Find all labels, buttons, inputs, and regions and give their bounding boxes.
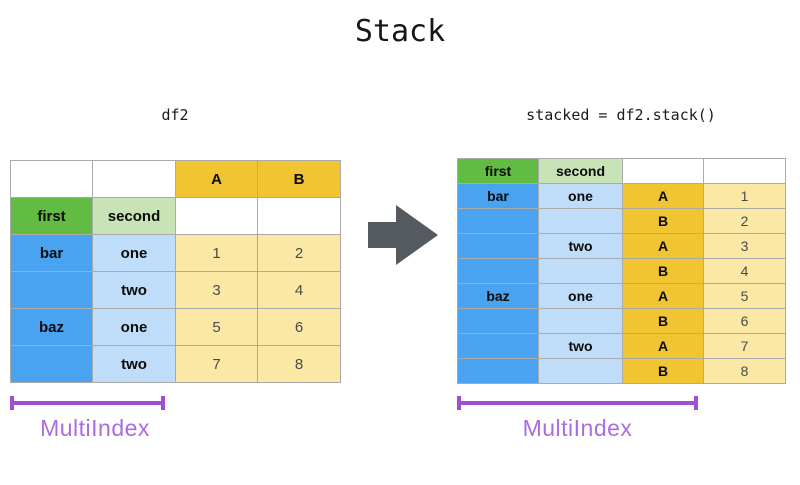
table-row: A B: [10, 160, 341, 198]
table-row: two A 3: [457, 233, 786, 259]
table-row: bar one A 1: [457, 183, 786, 209]
value-cell: 7: [703, 333, 786, 359]
right-arrow-icon: [368, 205, 438, 265]
index-cell: two: [538, 233, 623, 259]
multiindex-bracket-right: [457, 396, 698, 410]
value-cell: 3: [175, 271, 258, 309]
index-cell: [538, 358, 623, 384]
index-cell: [457, 258, 539, 284]
value-cell: 6: [257, 308, 341, 346]
index-cell: baz: [10, 308, 93, 346]
index-cell: A: [622, 333, 704, 359]
value-cell: 5: [703, 283, 786, 309]
multiindex-label-right: MultiIndex: [522, 415, 633, 441]
index-cell: baz: [457, 283, 539, 309]
value-cell: 6: [703, 308, 786, 334]
table-row: two 7 8: [10, 345, 341, 383]
table-row: baz one 5 6: [10, 308, 341, 346]
index-cell: one: [538, 183, 623, 209]
table-row: B 8: [457, 358, 786, 384]
index-cell: B: [622, 308, 704, 334]
index-name-cell: first: [457, 158, 539, 184]
index-cell: B: [622, 358, 704, 384]
index-cell: B: [622, 258, 704, 284]
index-cell: [538, 308, 623, 334]
index-name-cell: second: [92, 197, 176, 235]
table-cell: [703, 158, 786, 184]
index-cell: bar: [457, 183, 539, 209]
index-cell: two: [92, 345, 176, 383]
index-cell: [538, 258, 623, 284]
index-cell: B: [622, 208, 704, 234]
value-cell: 2: [257, 234, 341, 272]
table-row: B 4: [457, 258, 786, 284]
index-cell: [457, 208, 539, 234]
index-cell: [538, 208, 623, 234]
table-row: B 2: [457, 208, 786, 234]
table-row: first second: [10, 197, 341, 235]
table-row: first second: [457, 158, 786, 184]
bracket-line: [457, 401, 698, 405]
value-cell: 2: [703, 208, 786, 234]
table-cell: [10, 160, 93, 198]
column-header-cell: B: [257, 160, 341, 198]
multiindex-bracket-left: [10, 396, 165, 410]
table-cell: [257, 197, 341, 235]
value-cell: 1: [703, 183, 786, 209]
index-cell: [457, 308, 539, 334]
multiindex-label-left: MultiIndex: [40, 415, 150, 441]
value-cell: 1: [175, 234, 258, 272]
value-cell: 4: [703, 258, 786, 284]
index-name-cell: second: [538, 158, 623, 184]
value-cell: 8: [703, 358, 786, 384]
table-cell: [175, 197, 258, 235]
page-title: Stack: [354, 14, 446, 49]
index-cell: bar: [10, 234, 93, 272]
table-cell: [92, 160, 176, 198]
table-row: B 6: [457, 308, 786, 334]
index-cell: two: [538, 333, 623, 359]
table-row: two 3 4: [10, 271, 341, 309]
right-table-caption: stacked = df2.stack(): [526, 106, 716, 124]
value-cell: 3: [703, 233, 786, 259]
value-cell: 4: [257, 271, 341, 309]
bracket-line: [10, 401, 165, 405]
value-cell: 5: [175, 308, 258, 346]
value-cell: 8: [257, 345, 341, 383]
index-cell: [457, 233, 539, 259]
index-cell: one: [92, 308, 176, 346]
index-cell: [457, 333, 539, 359]
column-header-cell: A: [175, 160, 258, 198]
index-name-cell: first: [10, 197, 93, 235]
index-cell: [10, 271, 93, 309]
index-cell: one: [538, 283, 623, 309]
bracket-cap-right: [161, 396, 165, 410]
index-cell: two: [92, 271, 176, 309]
index-cell: [457, 358, 539, 384]
table-row: two A 7: [457, 333, 786, 359]
index-cell: [10, 345, 93, 383]
value-cell: 7: [175, 345, 258, 383]
right-table: first second bar one A 1 B 2 two A 3 B: [457, 158, 786, 384]
left-table-caption: df2: [161, 106, 189, 124]
index-cell: A: [622, 183, 704, 209]
table-row: bar one 1 2: [10, 234, 341, 272]
table-cell: [622, 158, 704, 184]
left-table: A B first second bar one 1 2 two 3 4 baz…: [10, 160, 341, 383]
bracket-cap-right: [694, 396, 698, 410]
index-cell: one: [92, 234, 176, 272]
index-cell: A: [622, 233, 704, 259]
index-cell: A: [622, 283, 704, 309]
table-row: baz one A 5: [457, 283, 786, 309]
